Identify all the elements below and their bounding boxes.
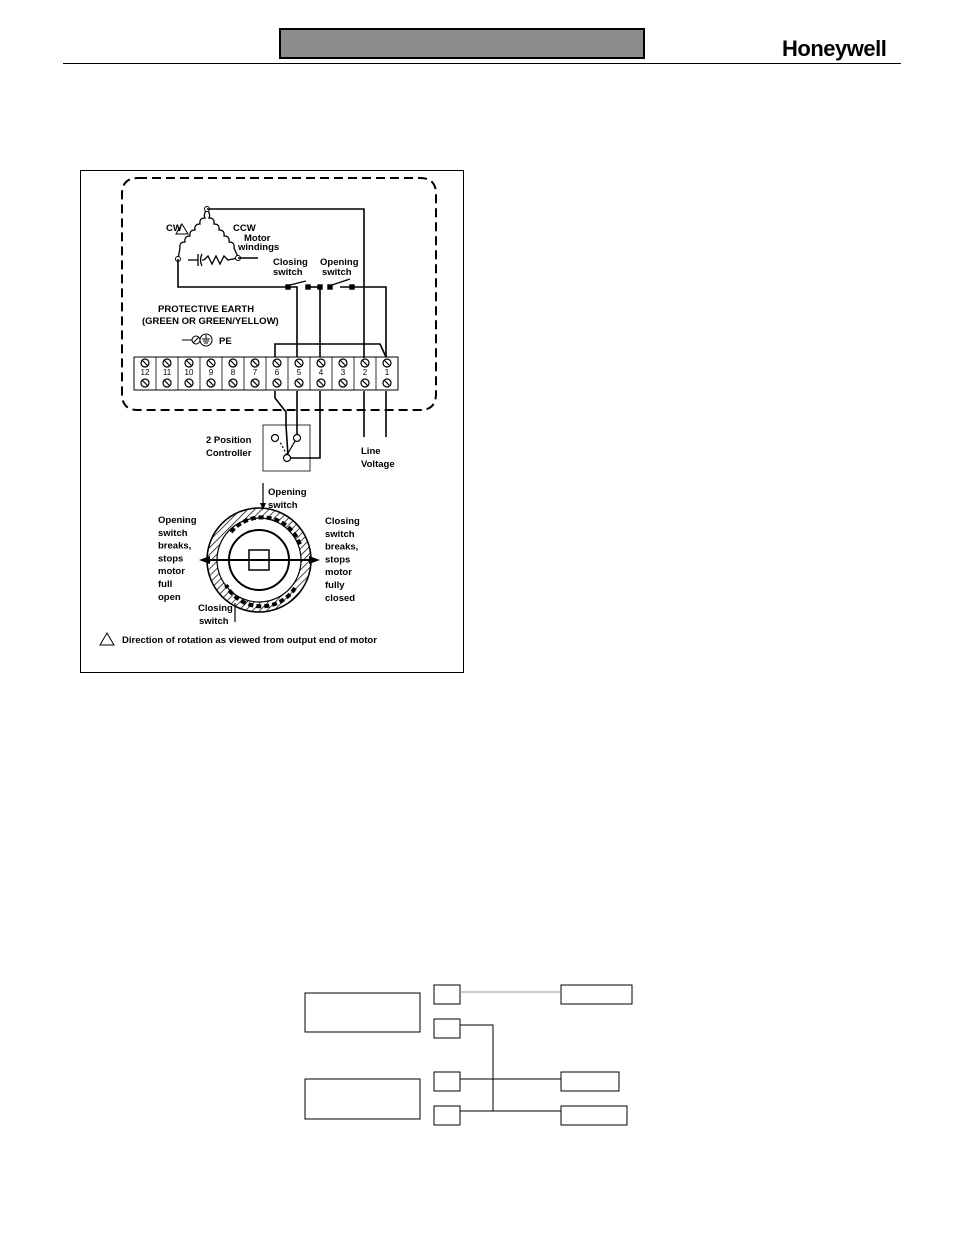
cam-right-note-line: fully	[325, 580, 345, 591]
controller-box	[262, 424, 311, 472]
wiring-diagram-frame	[80, 170, 464, 673]
terminal-screw-slot	[229, 379, 237, 387]
terminal-screw-slot	[207, 359, 215, 367]
header-title-bar	[279, 28, 645, 59]
limit-switches	[285, 278, 355, 290]
terminal-number: 5	[297, 368, 302, 377]
terminal-screw-slot	[317, 359, 325, 367]
cam-left-note-line: motor	[158, 566, 185, 577]
field-wires	[274, 391, 387, 459]
terminal-number: 8	[231, 368, 236, 377]
protective-earth-label-1: PROTECTIVE EARTH	[158, 304, 254, 315]
cam-left-note-line: Opening	[158, 515, 197, 526]
terminal-screw-slot	[361, 359, 369, 367]
warning-icon	[99, 632, 115, 646]
terminal-screw-slot	[163, 359, 171, 367]
terminal-screw-slot	[251, 379, 259, 387]
motor-windings-label-2: windings	[237, 242, 279, 253]
cam-diagram	[199, 483, 320, 622]
terminal-screw-slot	[141, 359, 149, 367]
cam-right-note-line: stops	[325, 554, 350, 565]
terminal-screw-slot	[295, 379, 303, 387]
terminal-screw-slot	[251, 359, 259, 367]
controller-label-2: Controller	[206, 448, 252, 459]
terminal-screw-slot	[339, 359, 347, 367]
terminal-number: 12	[141, 368, 150, 377]
header-divider	[63, 63, 901, 64]
terminal-number: 7	[253, 368, 258, 377]
motor-windings	[177, 208, 239, 267]
ccw-label: CCW	[233, 223, 256, 234]
cam-right-note: Closing switch breaks,stops motor fully close…	[325, 516, 360, 604]
cam-closing-switch-label-1: Closing	[198, 603, 233, 614]
terminal-screw-slot	[207, 379, 215, 387]
brand-logo: Honeywell	[782, 36, 887, 61]
terminal-number: 3	[341, 368, 346, 377]
controller-switch	[270, 433, 302, 463]
block-diagram	[304, 984, 633, 1126]
terminal-number: 2	[363, 368, 368, 377]
cam-right-note-line: Closing	[325, 516, 360, 527]
cam-left-note-line: stops	[158, 553, 183, 564]
cam-opening-switch-label-1: Opening	[268, 487, 307, 498]
cam-left-note: Opening switch breaks,stops motor full open	[158, 515, 197, 603]
opening-switch-label-2: switch	[322, 267, 352, 278]
cam-left-note-line: breaks,	[158, 541, 191, 552]
terminal-number: 6	[275, 368, 280, 377]
terminal-number: 1	[385, 368, 390, 377]
cam-right-note-line: breaks,	[325, 542, 358, 553]
closing-switch-label-1: Closing	[273, 257, 308, 268]
closing-switch-label-2: switch	[273, 267, 303, 278]
motor-windings-label-1: Motor	[244, 233, 271, 244]
cam-closing-switch-label-2: switch	[199, 616, 229, 627]
motor-enclosure	[121, 177, 437, 411]
terminal-screw-slot	[295, 359, 303, 367]
terminal-screw-slot	[361, 379, 369, 387]
terminal-screw-slot	[273, 359, 281, 367]
terminal-screw-slot	[185, 379, 193, 387]
terminal-number: 11	[163, 368, 172, 377]
earth-icon	[182, 333, 213, 347]
rotation-note: Direction of rotation as viewed from out…	[122, 635, 377, 646]
terminal-screw-slot	[185, 359, 193, 367]
protective-earth-label-2: (GREEN OR GREEN/YELLOW)	[142, 316, 279, 327]
cw-label: CW	[166, 223, 182, 234]
line-voltage-label-2: Voltage	[361, 459, 395, 470]
cam-right-note-line: switch	[325, 529, 355, 540]
cam-left-note-line: switch	[158, 528, 188, 539]
terminal-screw-slot	[339, 379, 347, 387]
terminal-number: 9	[209, 368, 214, 377]
terminal-screw-slot	[141, 379, 149, 387]
terminal-screw-slot	[273, 379, 281, 387]
cam-right-note-line: closed	[325, 593, 355, 604]
pe-label: PE	[219, 336, 232, 347]
terminal-screw-slot	[229, 359, 237, 367]
cam-left-note-line: open	[158, 592, 181, 603]
terminal-block: 12 11 10 9 8 7 6 5 4 3 2 1	[133, 356, 399, 391]
cam-right-note-line: motor	[325, 567, 352, 578]
terminal-screw-slot	[317, 379, 325, 387]
motor-wires	[177, 208, 387, 358]
terminal-screw-slot	[383, 379, 391, 387]
terminal-screw-slot	[163, 379, 171, 387]
line-voltage-label-1: Line	[361, 446, 381, 457]
controller-label-1: 2 Position	[206, 435, 252, 446]
terminal-screw-slot	[383, 359, 391, 367]
cam-left-note-line: full	[158, 579, 172, 590]
terminal-number: 4	[319, 368, 324, 377]
opening-switch-label-1: Opening	[320, 257, 359, 268]
cam-opening-switch-label-2: switch	[268, 500, 298, 511]
terminal-number: 10	[185, 368, 194, 377]
